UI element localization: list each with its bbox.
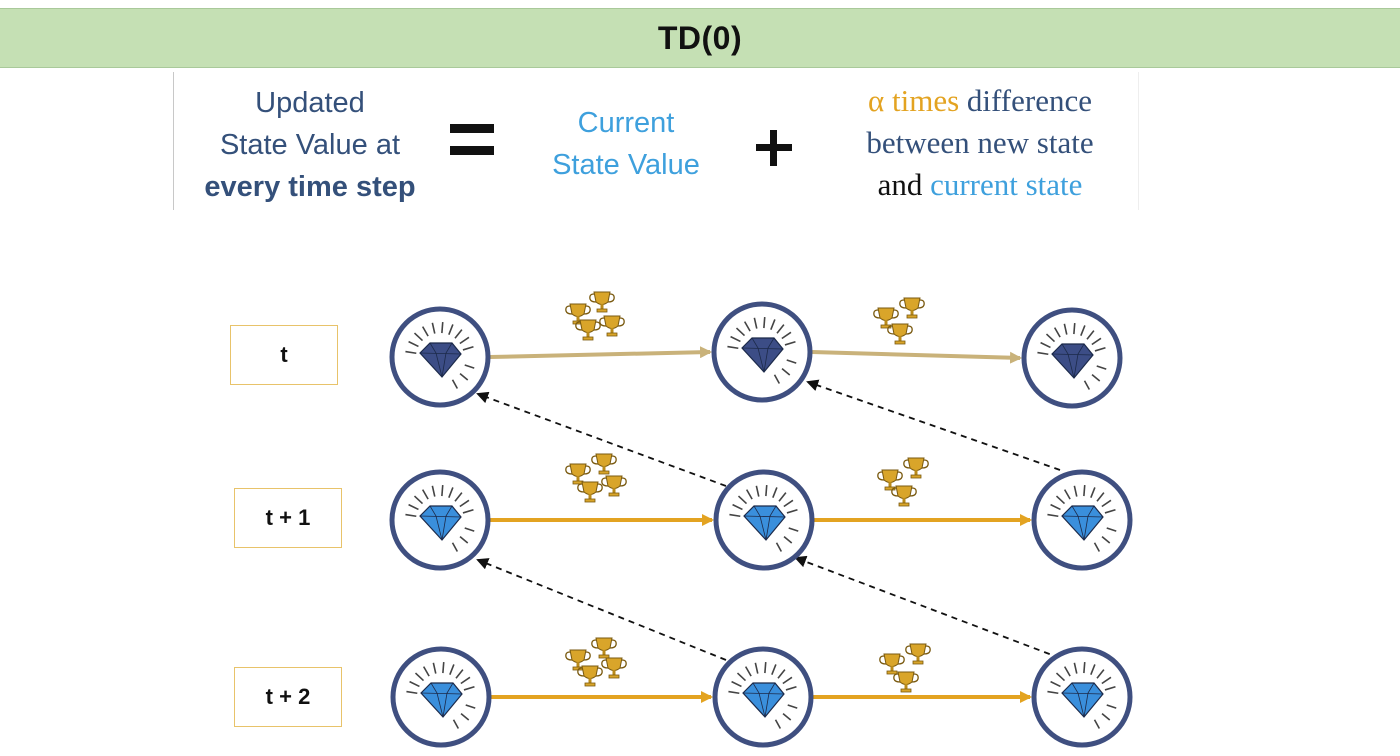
trophy-cluster: [877, 457, 929, 507]
trophy-icon: [589, 291, 615, 313]
middle-line-1: Current: [577, 107, 675, 139]
solid-arrows: [489, 346, 1032, 703]
left-line-1: Updated: [255, 87, 365, 119]
and-text: and: [877, 167, 931, 202]
state-node: [389, 306, 491, 408]
update-arrow: [476, 391, 727, 487]
row-label-t-plus-1: t + 1: [234, 488, 342, 548]
state-node: [390, 646, 492, 748]
diamond-icon: [741, 337, 784, 373]
trophy-icon: [899, 297, 925, 319]
state-nodes: [389, 301, 1133, 748]
state-node: [1031, 646, 1133, 748]
diamond-icon: [1061, 505, 1104, 541]
page-title: TD(0): [657, 19, 743, 56]
update-arrow: [794, 555, 1061, 659]
alpha-times: α times: [868, 83, 960, 118]
current-state-text: current state: [930, 167, 1083, 202]
trophy-icon: [887, 323, 913, 345]
right-line-2: between new state: [866, 125, 1094, 160]
title-bar: TD(0): [0, 8, 1400, 68]
diamond-icon: [419, 342, 462, 378]
diamond-icon: [419, 505, 462, 541]
trophy-icon: [903, 457, 929, 479]
trophy-icon: [601, 657, 627, 679]
plus-sign: [754, 128, 794, 168]
diamond-icon: [1061, 682, 1104, 718]
trophy-icon: [879, 653, 905, 675]
middle-line-2: State Value: [552, 149, 700, 181]
transition-arrow: [489, 346, 712, 359]
trophy-icon: [577, 481, 603, 503]
state-node: [713, 469, 815, 571]
equation-left-term: Updated State Value at every time step: [174, 82, 446, 208]
trophy-icon: [601, 475, 627, 497]
dashed-arrows: [476, 379, 1061, 661]
trophy-cluster: [873, 297, 925, 345]
update-arrow: [476, 558, 727, 661]
trophy-cluster: [565, 637, 627, 687]
transition-arrow: [811, 350, 1022, 364]
left-line-3: every time step: [204, 171, 416, 203]
state-node: [389, 469, 491, 571]
difference-text: difference: [959, 83, 1092, 118]
state-node: [1021, 307, 1123, 409]
diamond-icon: [743, 505, 786, 541]
trophy-cluster: [565, 453, 627, 503]
trophy-icon: [893, 671, 919, 693]
trophy-cluster: [565, 291, 625, 341]
equation-right-term: α times difference between new state and…: [830, 80, 1130, 206]
left-line-2: State Value at: [219, 129, 401, 161]
row-label-t-plus-2: t + 2: [234, 667, 342, 727]
diamond-icon: [1051, 343, 1094, 379]
trophy-icon: [591, 637, 617, 659]
diamond-icon: [420, 682, 463, 718]
state-node: [711, 301, 813, 403]
row-label-t: t: [230, 325, 338, 385]
state-node: [712, 646, 814, 748]
trophy-icon: [891, 485, 917, 507]
equation-middle-term: Current State Value: [526, 102, 726, 186]
trophy-icon: [565, 463, 591, 485]
trophy-cluster: [879, 643, 931, 693]
trophy-icon: [599, 315, 625, 337]
trophy-icon: [905, 643, 931, 665]
update-arrow: [806, 379, 1061, 471]
equals-sign: [444, 110, 500, 170]
state-node: [1031, 469, 1133, 571]
equation-panel: Updated State Value at every time step C…: [173, 72, 1139, 210]
trophy-icon: [591, 453, 617, 475]
diamond-icon: [742, 682, 785, 718]
